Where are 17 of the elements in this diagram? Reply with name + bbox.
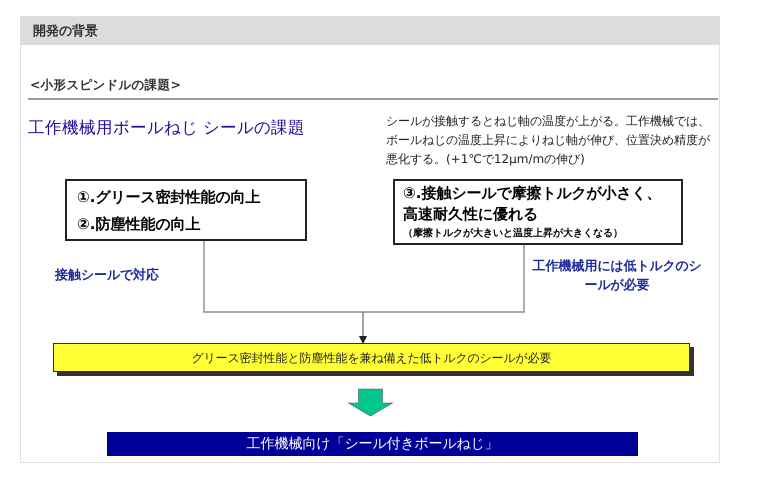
annotation: 工作機械用には低トルクのシールが必要 bbox=[532, 258, 702, 295]
header-title: 開発の背景 bbox=[33, 22, 98, 40]
block-arrow bbox=[347, 388, 394, 416]
annotation: 接触シールで対応 bbox=[55, 266, 159, 284]
section-title: 工作機械用ボールねじ シールの課題 bbox=[28, 117, 306, 139]
subheading: <小形スピンドルの課題> bbox=[30, 77, 181, 94]
banner-text: グリース密封性能と防塵性能を兼ね備えた低トルクのシールが必要 bbox=[190, 350, 552, 367]
connector-arrow bbox=[359, 245, 525, 344]
note-text: （摩擦トルクが大きいと温度上昇が大きくなる） bbox=[403, 227, 624, 241]
requirement-text: ③.接触シールで摩擦トルクが小さく、高速耐久性に優れる bbox=[403, 183, 662, 225]
banner-text: 工作機械向け「シール付きボールねじ」 bbox=[246, 435, 500, 453]
description-text: シールが接触するとねじ軸の温度が上がる。工作機械では、ボールねじの温度上昇によりねじ軸が伸び、位置決め精度が悪化する。(+1℃で12μm/mの伸び) bbox=[386, 113, 711, 168]
requirement-text: ①.グリース密封性能の向上 bbox=[77, 187, 262, 208]
result-banner bbox=[107, 432, 638, 456]
requirement-box bbox=[65, 179, 307, 241]
note-text: ②.防塵性能の向上 bbox=[77, 214, 202, 235]
requirement-box bbox=[393, 179, 683, 245]
